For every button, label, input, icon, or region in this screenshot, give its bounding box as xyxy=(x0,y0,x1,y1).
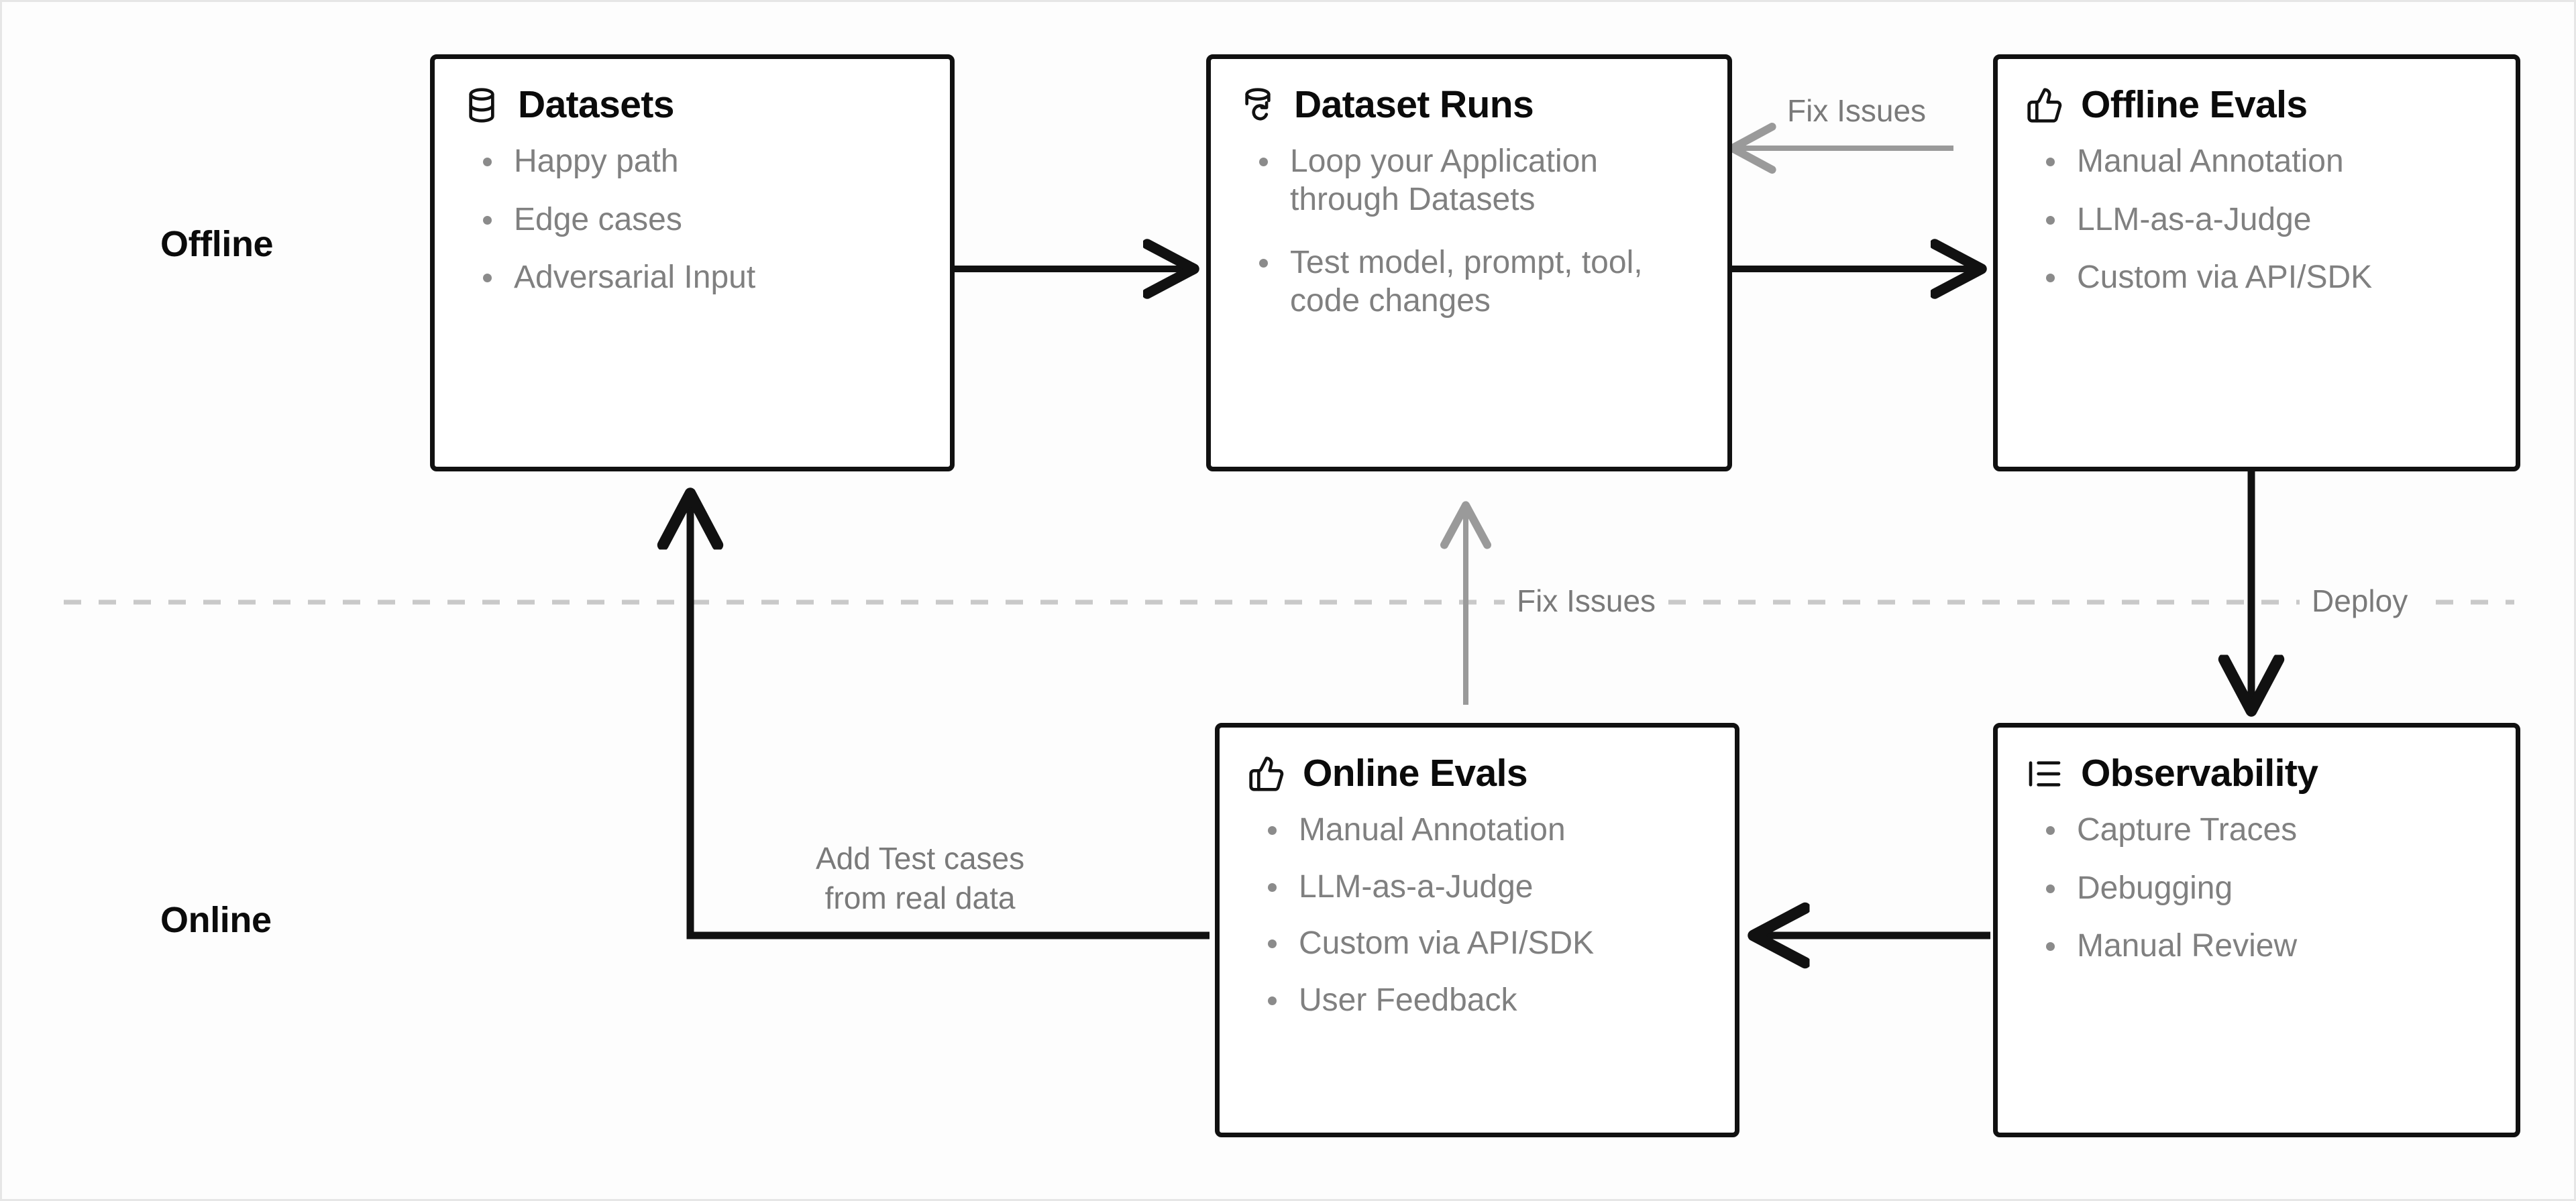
list-item: Capture Traces xyxy=(2046,811,2491,850)
list-item: Debugging xyxy=(2046,870,2491,908)
node-online-evals-title: Online Evals xyxy=(1303,752,1528,795)
node-observability[interactable]: Observability Capture Traces Debugging M… xyxy=(1993,723,2520,1137)
add-test-cases-line-2: from real data xyxy=(824,880,1016,915)
list-item: Custom via API/SDK xyxy=(1268,925,1711,963)
edge-label-deploy: Deploy xyxy=(2300,581,2420,621)
add-test-cases-line-1: Add Test cases xyxy=(816,841,1025,876)
thumbs-up-icon xyxy=(2026,87,2063,124)
node-datasets-header: Datasets xyxy=(435,59,950,124)
list-item: Adversarial Input xyxy=(483,259,926,297)
node-offline-evals-header: Offline Evals xyxy=(1998,59,2516,124)
node-datasets-title: Datasets xyxy=(518,83,674,126)
list-item: LLM-as-a-Judge xyxy=(2046,201,2491,239)
list-item: Custom via API/SDK xyxy=(2046,259,2491,297)
node-offline-evals-title: Offline Evals xyxy=(2081,83,2308,126)
node-online-evals-header: Online Evals xyxy=(1220,728,1735,793)
node-dataset-runs-header: Dataset Runs xyxy=(1211,59,1727,124)
node-online-evals-list: Manual Annotation LLM-as-a-Judge Custom … xyxy=(1220,811,1735,1020)
list-item: Test model, prompt, tool, code changes xyxy=(1259,244,1703,320)
thumbs-up-icon xyxy=(1248,755,1285,793)
database-icon xyxy=(463,87,500,124)
list-item: User Feedback xyxy=(1268,982,1711,1020)
node-offline-evals-list: Manual Annotation LLM-as-a-Judge Custom … xyxy=(1998,143,2516,297)
node-observability-title: Observability xyxy=(2081,752,2318,795)
list-item: Edge cases xyxy=(483,201,926,239)
list-item: LLM-as-a-Judge xyxy=(1268,868,1711,907)
node-dataset-runs-list: Loop your Application through Datasets T… xyxy=(1211,143,1727,321)
lane-label-offline: Offline xyxy=(160,224,274,264)
node-offline-evals[interactable]: Offline Evals Manual Annotation LLM-as-a… xyxy=(1993,54,2520,471)
node-observability-list: Capture Traces Debugging Manual Review xyxy=(1998,811,2516,966)
list-item: Manual Annotation xyxy=(1268,811,1711,850)
lane-label-online: Online xyxy=(160,900,272,940)
edge-label-fix-issues-top: Fix Issues xyxy=(1787,93,1927,128)
edge-label-add-test-cases: Add Test cases from real data xyxy=(816,839,1024,918)
node-dataset-runs[interactable]: Dataset Runs Loop your Application throu… xyxy=(1206,54,1732,471)
node-observability-header: Observability xyxy=(1998,728,2516,793)
node-dataset-runs-title: Dataset Runs xyxy=(1294,83,1534,126)
node-online-evals[interactable]: Online Evals Manual Annotation LLM-as-a-… xyxy=(1215,723,1739,1137)
list-item: Happy path xyxy=(483,143,926,181)
node-datasets[interactable]: Datasets Happy path Edge cases Adversari… xyxy=(430,54,955,471)
list-item: Manual Review xyxy=(2046,927,2491,966)
node-datasets-list: Happy path Edge cases Adversarial Input xyxy=(435,143,950,297)
list-item: Manual Annotation xyxy=(2046,143,2491,181)
database-refresh-icon xyxy=(1239,87,1277,124)
list-indent-icon xyxy=(2026,755,2063,793)
edge-label-fix-issues-middle: Fix Issues xyxy=(1505,581,1668,621)
list-item: Loop your Application through Datasets xyxy=(1259,143,1703,219)
